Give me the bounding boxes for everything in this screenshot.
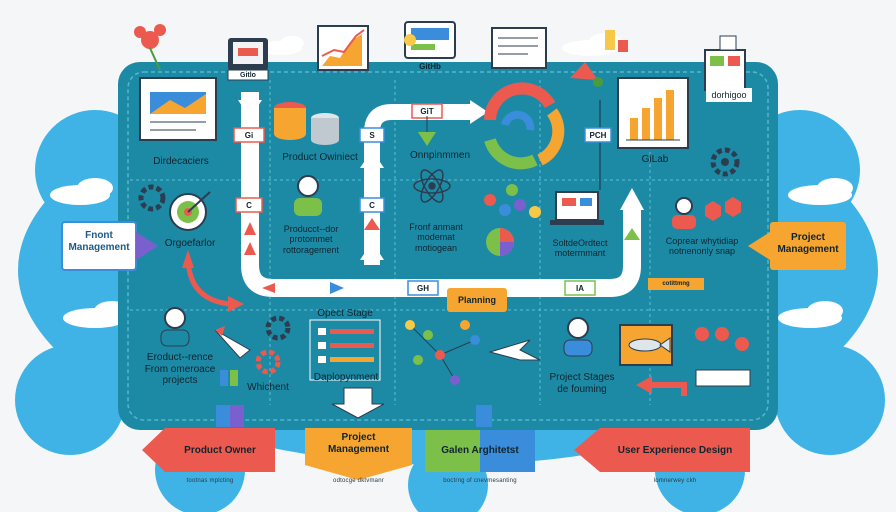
- project-management-right-label: Project Management: [777, 232, 839, 255]
- product-owner-top-label: Product Owiniect: [282, 152, 358, 163]
- pie-chart-icon: [486, 228, 514, 256]
- gh-tag: GH: [417, 283, 429, 293]
- github-icon: [404, 21, 456, 59]
- product-owner-banner[interactable]: [142, 428, 275, 472]
- gitlab-chart-panel: [617, 77, 689, 149]
- laptop-icon: [550, 191, 604, 225]
- ux-design-banner-label: User Experience Design: [617, 444, 733, 456]
- small-tags: [220, 370, 238, 386]
- cycle-arrows-icon: [484, 82, 565, 170]
- network-icon: [484, 184, 541, 218]
- gear-icon: [138, 147, 740, 375]
- environment-icon: [418, 116, 436, 146]
- environment-label: Onnpinmmen: [409, 150, 471, 161]
- front-ambient-label: Fronf anmant modemat motiogean: [409, 222, 463, 253]
- git-tag: GiT: [420, 106, 434, 116]
- fish-picture-icon: [619, 324, 673, 366]
- project-management-banner[interactable]: [305, 428, 412, 480]
- bottom-connectors: [216, 387, 492, 427]
- database-icon: [274, 102, 339, 145]
- ux-design-banner[interactable]: [574, 428, 750, 472]
- object-stage-label: Opect Stage: [317, 308, 373, 319]
- curved-arrow-left: [182, 250, 244, 312]
- galen-architect-banner[interactable]: [425, 430, 535, 472]
- s-tag: S: [369, 130, 375, 140]
- project-management-footnote: odtocge dktvmanr: [333, 478, 384, 484]
- c-tag: C: [246, 200, 252, 210]
- product-owner-banner-label: Product Owner: [184, 444, 256, 456]
- deployment-label: Daplopynment: [313, 372, 379, 383]
- coproar-label: Coprear whytidiap notnenonly snap: [665, 236, 739, 257]
- product-reference-label: Eroduct--rence From omeroace projects: [144, 352, 216, 386]
- sky-clouds: [50, 33, 853, 328]
- whichent-label: Whichent: [247, 382, 289, 393]
- road-markers: [244, 218, 640, 294]
- gi-tag: Gi: [244, 130, 254, 140]
- organizer-label: Orgoefarlor: [164, 238, 216, 249]
- github-label: GitHb: [419, 61, 441, 71]
- gitlab-label: GiLab: [641, 154, 669, 165]
- project-management-banner-label: Project Management: [327, 432, 390, 455]
- plant-icon: [570, 30, 628, 87]
- network-dots: [405, 320, 480, 385]
- right-small-badge: cotittmng: [648, 278, 704, 290]
- product-owner-footnote: tootnas mplcting: [186, 478, 234, 484]
- galen-architect-footnote: boctrng of cnevmesanting: [443, 478, 517, 484]
- front-management-label: Fnont Management: [68, 230, 130, 253]
- status-icons: [695, 327, 751, 387]
- person-icon: [160, 175, 696, 357]
- c-tag-2: C: [369, 200, 375, 210]
- planning-label: Planning: [458, 295, 496, 305]
- gitlo-label: Gitlo: [240, 71, 256, 79]
- curved-arrow-right: [636, 376, 687, 396]
- atom-icon: [413, 169, 451, 203]
- ia-tag: IA: [576, 283, 584, 293]
- flower-icon: [134, 24, 166, 71]
- solution-object-label: SoltdeOrdtect motermmant: [552, 238, 608, 259]
- hexagon-icons: [705, 197, 741, 221]
- datajobs-label: dorhigoo: [711, 90, 747, 100]
- front-management-badge[interactable]: [61, 221, 158, 271]
- rocket-icon: [214, 326, 251, 359]
- checklist-icon: [309, 319, 381, 381]
- road-tags: [233, 103, 612, 312]
- galen-architect-banner-label: Galen Arghitetst: [441, 444, 519, 456]
- clipboard-icon: [704, 35, 746, 91]
- target-icon: [169, 191, 211, 231]
- document-panel: [139, 77, 217, 141]
- pch-tag: PCH: [589, 130, 607, 140]
- ux-design-footnote: lomnerwey ckh: [653, 478, 697, 484]
- project-management-badge-right[interactable]: [748, 222, 846, 270]
- monitor-icon: [227, 38, 269, 81]
- chart-icon: [317, 25, 369, 71]
- product-roles-label: Producct--dor protommet rottoragement: [282, 224, 340, 255]
- document-icon-top: [491, 27, 547, 69]
- documents-label: Dirdecaciers: [153, 156, 209, 167]
- project-stages-label: Project Stages de fouming: [549, 372, 615, 395]
- plane-icon: [488, 339, 541, 361]
